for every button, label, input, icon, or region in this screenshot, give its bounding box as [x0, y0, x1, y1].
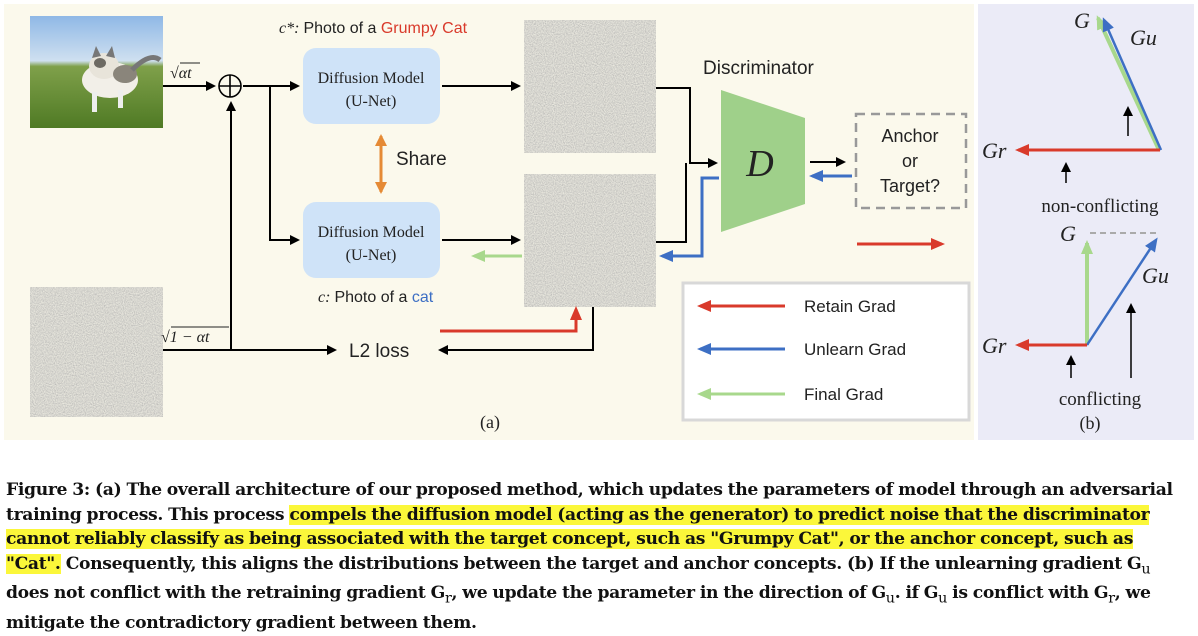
condition-top: c*: Photo of a Grumpy Cat [279, 20, 468, 37]
unet-top-line2: (U-Net) [346, 93, 397, 110]
flow-lines [163, 81, 846, 355]
noise-output-top [524, 20, 656, 153]
panel-b-background [978, 4, 1194, 440]
discriminator-title: Discriminator [703, 58, 815, 79]
unet-top-line1: Diffusion Model [318, 70, 425, 87]
legend-unlearn-label: Unlearn Grad [804, 340, 906, 359]
unet-box-top [303, 48, 440, 124]
panel-b-conflicting [1015, 232, 1158, 378]
legend-final-label: Final Grad [804, 385, 883, 404]
decision-line2: or [902, 151, 918, 171]
unet-box-bottom [303, 202, 440, 278]
condition-bottom: c: Photo of a cat [318, 289, 434, 306]
caption-label: Figure 3: [6, 480, 90, 500]
top-Gu-label: Gu [1130, 25, 1157, 50]
sqrt-alpha-label: √αt [170, 65, 192, 82]
top-Gr-label: Gr [982, 138, 1007, 163]
noise-output-bottom [524, 174, 656, 307]
caption-part6: is conflict with G [947, 583, 1109, 604]
legend-retain-label: Retain Grad [804, 297, 896, 316]
decision-line3: Target? [880, 176, 940, 196]
top-G-label: G [1074, 8, 1090, 33]
figure-caption: Figure 3: (a) The overall architecture o… [6, 478, 1192, 636]
caption-sub-u2: u [885, 590, 895, 607]
figure-3: Diffusion Model (U-Net) Diffusion Model … [4, 4, 1194, 440]
add-operator [218, 74, 242, 98]
sqrt-one-minus-alpha-label: √1 − αt [161, 329, 210, 346]
caption-part4: , we update the parameter in the directi… [451, 583, 887, 604]
retain-arrow-to-output [440, 306, 582, 333]
caption-part5: . if G [894, 583, 939, 604]
caption-sub-u3: u [938, 590, 948, 607]
bottom-G-label: G [1060, 221, 1076, 246]
caption-sub-r2: r [1108, 590, 1115, 607]
cat-photo [30, 16, 163, 128]
l2-loss-label: L2 loss [349, 341, 409, 362]
bottom-Gu-label: Gu [1142, 263, 1169, 288]
caption-part7: , we mitigate the contradictory gradient… [6, 583, 1151, 634]
panel-a-label: (a) [480, 412, 500, 433]
panel-b-label: (b) [1080, 413, 1101, 434]
caption-sub-r1: r [445, 590, 452, 607]
bottom-Gr-label: Gr [982, 333, 1007, 358]
caption-part2: Consequently, this aligns the distributi… [60, 553, 1142, 574]
caption-part1: (a) The overall architecture of our prop… [6, 480, 1173, 525]
decision-line1: Anchor [881, 126, 938, 146]
caption-part3: does not conflict with the retraining gr… [6, 583, 445, 604]
panel-b-nonconflicting [1015, 15, 1163, 183]
unet-bottom-line1: Diffusion Model [318, 224, 425, 241]
top-caption: non-conflicting [1041, 196, 1159, 217]
discriminator-symbol: D [745, 143, 773, 185]
bottom-caption: conflicting [1059, 389, 1142, 410]
unet-bottom-line2: (U-Net) [346, 247, 397, 264]
unlearn-arrow-to-output [659, 176, 719, 262]
caption-sub-u1: u [1141, 560, 1151, 577]
noise-input-image [30, 287, 163, 417]
discriminator-shape [721, 90, 805, 232]
share-label: Share [396, 149, 447, 170]
decision-box [854, 112, 968, 210]
